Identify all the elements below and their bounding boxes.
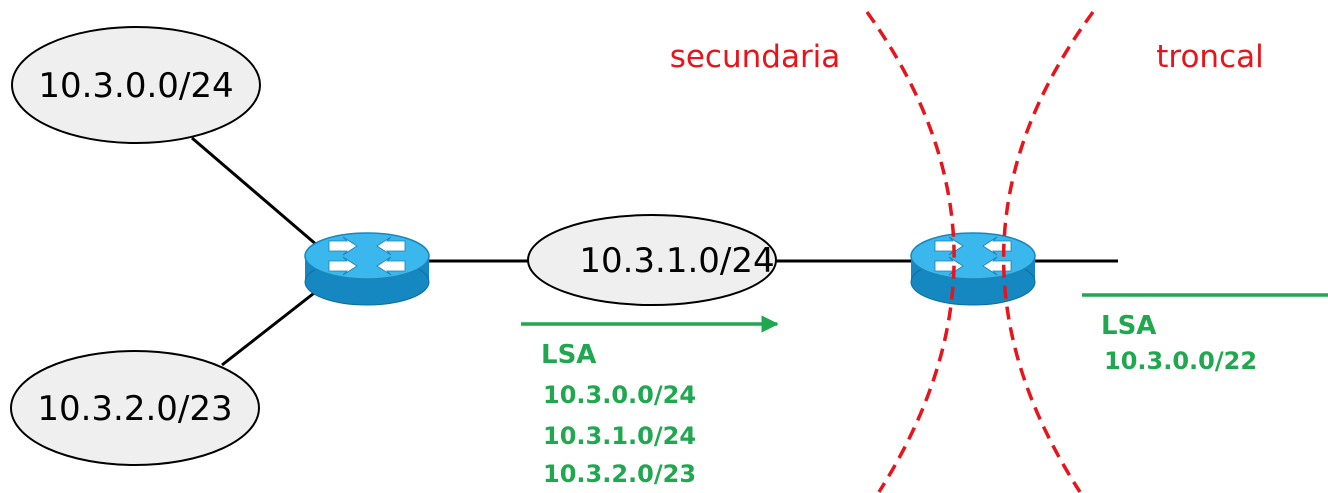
lsa-internal-route: 10.3.2.0/23: [543, 460, 696, 488]
area-label-troncal: troncal: [1156, 39, 1264, 75]
lsa-internal-route: 10.3.0.0/24: [543, 381, 696, 409]
network-cloud-icon: [527, 214, 777, 306]
network-label-b: 10.3.1.0/24: [579, 241, 774, 281]
router-icon: [910, 232, 1036, 306]
network-cloud-c: 10.3.2.0/23: [10, 350, 260, 466]
boundary-left-curve: [865, 10, 956, 493]
boundary-right-curve: [1002, 10, 1095, 493]
lsa-internal-title: LSA: [541, 340, 596, 370]
lsa-summary-route: 10.3.0.0/22: [1104, 347, 1257, 375]
area-label-secundaria: secundaria: [670, 39, 841, 75]
link-net-a-router1: [191, 136, 319, 248]
router-2-abr: [910, 232, 1036, 306]
router-icon: [304, 232, 430, 306]
network-cloud-icon: [11, 26, 261, 144]
network-label-a: 10.3.0.0/24: [38, 66, 233, 106]
router-1: [304, 232, 430, 306]
area-boundaries: [865, 10, 1095, 493]
network-label-c: 10.3.2.0/23: [37, 389, 232, 429]
network-cloud-icon: [10, 350, 260, 466]
link-net-c-router1: [221, 288, 319, 367]
links: [191, 136, 1118, 367]
lsa-summary-block: LSA 10.3.0.0/22: [1101, 311, 1257, 375]
lsa-internal-block: LSA 10.3.0.0/24 10.3.1.0/24 10.3.2.0/23: [541, 340, 696, 488]
lsa-internal-route: 10.3.1.0/24: [543, 422, 696, 450]
network-cloud-b: 10.3.1.0/24: [527, 214, 777, 306]
network-cloud-a: 10.3.0.0/24: [11, 26, 261, 144]
lsa-summary-title: LSA: [1101, 311, 1156, 341]
